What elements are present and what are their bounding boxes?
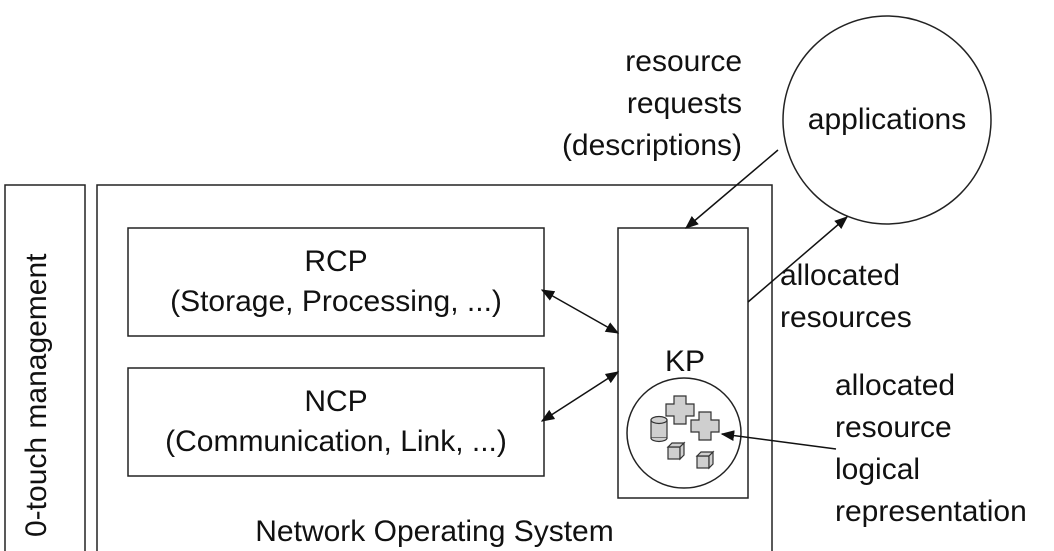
allocated-resources-line-2: resources xyxy=(780,301,912,334)
rcp-box xyxy=(127,227,545,337)
resource-requests-line-2: requests xyxy=(626,87,742,120)
ncp-title: NCP xyxy=(304,385,368,418)
ncp-kp-arrow xyxy=(540,371,620,422)
logical-arrow xyxy=(720,430,837,450)
plus-icon xyxy=(665,395,695,425)
logical-rep-line-1: allocated xyxy=(835,369,956,402)
applications-circle xyxy=(782,15,992,225)
logical-rep-line-2: resource xyxy=(835,411,952,444)
resource-icons xyxy=(650,395,720,470)
resource-requests-line-3: (descriptions) xyxy=(561,129,742,162)
zero-touch-box xyxy=(4,184,86,551)
applications-label: applications xyxy=(807,103,967,136)
kp-ellipse xyxy=(626,377,742,489)
allocated-resources-line-1: allocated xyxy=(780,259,901,292)
zero-touch-label: 0-touch management xyxy=(20,253,53,537)
request-arrow xyxy=(684,149,779,229)
kp-label: KP xyxy=(664,345,706,378)
cube-icon xyxy=(695,450,715,470)
cylinder-icon xyxy=(650,415,668,443)
kp-box xyxy=(617,227,749,499)
nos-box xyxy=(96,184,773,551)
rcp-kp-arrow xyxy=(540,289,620,334)
logical-rep-line-3: logical xyxy=(835,453,921,486)
ncp-box xyxy=(127,367,545,477)
ncp-subtitle: (Communication, Link, ...) xyxy=(165,425,507,458)
rcp-subtitle: (Storage, Processing, ...) xyxy=(170,285,502,318)
cube-icon xyxy=(666,441,686,461)
logical-rep-line-4: representation xyxy=(835,495,1027,528)
allocated-arrow xyxy=(747,216,849,303)
nos-label: Network Operating System xyxy=(255,515,614,548)
rcp-title: RCP xyxy=(304,245,368,278)
plus-icon xyxy=(690,411,720,441)
resource-requests-line-1: resource xyxy=(625,45,742,78)
